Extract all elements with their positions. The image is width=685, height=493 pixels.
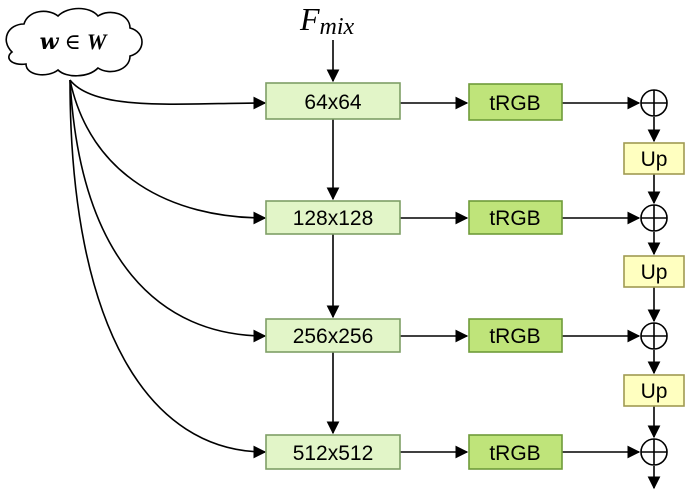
up-block-1: Up [623,142,685,175]
trgb-block-512: tRGB [468,434,563,470]
cloud-shape [5,7,143,77]
latent-arrow-64 [69,79,267,110]
fmix-label: Fmix [299,1,355,40]
edges [69,40,661,490]
up-block-2: Up [623,255,685,288]
fmix-subscript: mix [320,14,355,40]
resolution-label: 64x64 [304,91,362,114]
trgb-block-128: tRGB [468,200,563,235]
latent-space: W [87,29,108,54]
sum-node-1-icon [640,89,668,117]
trgb-label: tRGB [489,207,540,230]
trgb-label: tRGB [489,442,540,465]
up-label: Up [641,380,668,403]
resolution-label: 128x128 [293,207,374,230]
sum-node-3-icon [640,322,668,350]
latent-arrow-512 [69,79,267,459]
up-label: Up [641,148,668,171]
trgb-label: tRGB [489,325,540,348]
resolution-block-128: 128x128 [265,200,401,235]
trgb-label: tRGB [489,92,540,115]
resolution-block-256: 256x256 [265,318,401,353]
trgb-block-256: tRGB [468,318,563,353]
fmix-symbol: F [299,1,320,37]
latent-arrow-128 [69,79,267,225]
up-label: Up [641,261,668,284]
resolution-label: 512x512 [293,442,374,465]
latent-w: w [40,29,60,55]
sum-node-4-icon [640,438,668,466]
up-block-3: Up [623,374,685,407]
latent-label: w∈W [40,29,108,55]
latent-arrow-256 [69,79,267,343]
resolution-label: 256x256 [293,325,374,348]
sum-node-2-icon [640,204,668,232]
resolution-block-512: 512x512 [265,434,401,470]
latent-in-symbol: ∈ [65,30,81,55]
trgb-block-64: tRGB [468,83,563,121]
latent-cloud: w∈W [5,7,143,77]
resolution-block-64: 64x64 [265,82,401,120]
